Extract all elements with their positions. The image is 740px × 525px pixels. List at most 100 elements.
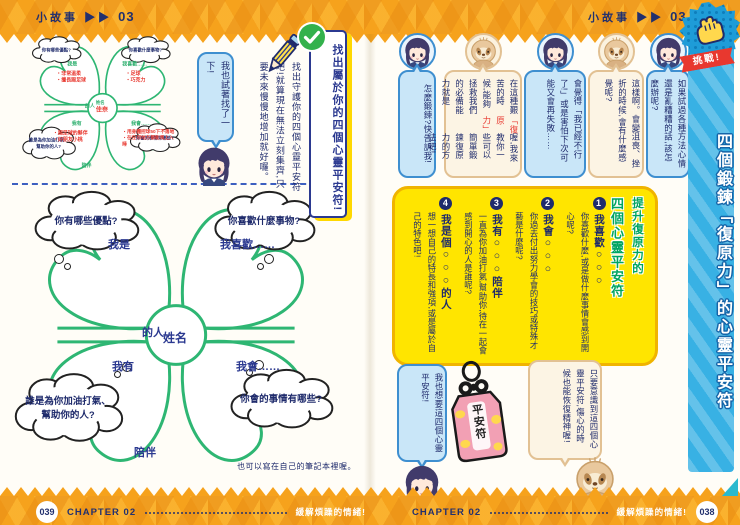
main-clover: 你有哪些優點? 你喜歡什麼事物? 誰是為你加油打氣、幫助你的人? 你會的事情有哪… — [8, 188, 344, 482]
entry-line: ・擅長踢足球 — [56, 77, 87, 83]
cloud-text: 誰是為你加油打氣、幫助你的人? — [25, 395, 111, 421]
item-body: 你過去付出努力學會的技巧或特殊才藝是什麼呢? — [514, 212, 539, 350]
entry-line: ・好朋友小桃 — [53, 136, 83, 143]
entry-line: ・非常溫柔 — [56, 70, 82, 77]
dialogue-bubble-1: 怎麼鍛鍊?快告訴我! — [398, 63, 436, 178]
cloud-text: 誰是為你加油打氣、幫助你的人? — [28, 137, 69, 150]
thought-dot — [257, 263, 264, 270]
dialogue-bubble-3: 會覺得「我已經不行了!」或是害怕下次可能又會再失敗…… — [524, 63, 586, 178]
item-number-badge: 4 — [439, 197, 453, 210]
chapter-ribbon: 四個鍛鍊「復原力」的心靈平安符 — [688, 20, 734, 472]
name-field-label: 姓名 — [163, 331, 188, 345]
example-entry: ・踢足球的夥伴 ・好朋友小桃 — [53, 130, 101, 143]
footer-left: 039 CHAPTER 02 緩解煩躁的情緒! — [36, 501, 366, 523]
header-zigzag — [0, 34, 740, 43]
dotted-leader — [145, 511, 287, 514]
example-name: 佳奈 — [95, 106, 108, 113]
intro-paragraph: 找出守護你的四個心靈平安符吧!就算現在無法立刻集齊,只要未來慢慢地增加就好囉。 — [258, 62, 301, 192]
chapter-title: 緩解煩躁的情緒! — [616, 507, 687, 517]
footer-band — [0, 496, 740, 525]
example-clover: 你有哪些優點? 你喜歡什麼事物? 誰是為你加油打氣、幫助你的人? 你會的事情有哪… — [20, 36, 188, 182]
item-body: 想一想自己的特長和強項,或是屬於自己的特色吧! — [412, 212, 437, 353]
dashed-divider — [12, 183, 336, 185]
cloud-text: 你喜歡什麼事物? — [227, 215, 301, 227]
thought-dot — [254, 360, 264, 370]
name-field-label: 姓名 — [95, 100, 105, 106]
episode-number: 03 — [118, 9, 135, 24]
item-heading: 4我是個○○○的人 — [439, 197, 454, 355]
box-item-3: 3 我有○○○陪伴 一直為你加油打氣,幫助你,待在一起會感到開心的人是誰呢? — [461, 197, 505, 355]
leaf-label: 陪伴 — [81, 162, 92, 169]
story-tag-right: 小故事 ▶▶ 03 — [588, 9, 687, 25]
example-entry: ・非常溫柔 ・擅長踢足球 — [56, 70, 102, 83]
thought-cloud: 你會的事情有哪些? — [226, 368, 336, 432]
box-item-4: 4我是個○○○的人 想一想自己的特長和強項,或是屬於自己的特色吧! — [410, 197, 454, 355]
leaf-label: 我有 — [112, 361, 134, 373]
thought-cloud: 誰是為你加油打氣、幫助你的人? — [10, 372, 126, 446]
dotted-leader — [490, 511, 608, 514]
entry-line: ・足球 — [125, 70, 141, 77]
thought-dot — [246, 369, 253, 376]
example-entry: ・用身體控球50下不落地 ・在任何地方都能馬上入睡 — [122, 128, 175, 147]
thought-dot — [122, 362, 132, 372]
entry-line: ・在任何地方都能馬上入睡 — [122, 134, 174, 147]
bubble-text: 我也想要這四個心靈平安符! — [420, 373, 444, 454]
leaf-label: 我會…… — [236, 361, 280, 373]
left-title-banner: 找出屬於你的四個心靈平安符! — [309, 30, 347, 218]
box-title-line1: 提升復原力的 — [631, 197, 643, 275]
bubble-text: 這樣啊。會變沮喪、挫折的時候,會有什麼感覺呢? — [603, 79, 641, 168]
item-heading: 3 我有○○○陪伴 — [490, 197, 505, 355]
leaf-label: 我是 — [108, 239, 130, 251]
leaf-label: 的人 — [142, 327, 164, 339]
dialogue-bubble-4: 這樣啊。會變沮喪、挫折的時候,會有什麼感覺呢? — [588, 63, 644, 178]
episode-number: 03 — [670, 9, 687, 24]
item-body: 一直為你加油打氣,幫助你,待在一起會感到開心的人是誰呢? — [463, 212, 488, 355]
sloth-advice-bubble: 只要意識到這四個心靈平安符,傷心的時候也能恢復精神喔! — [528, 360, 602, 467]
cloud-text: 你喜歡什麼事物? — [128, 47, 163, 53]
leaf-label: 我會…… — [131, 120, 151, 127]
leaf-label: 的人 — [84, 103, 95, 109]
girl-character — [195, 144, 233, 186]
leaf-label: 我是 — [67, 61, 78, 67]
item-heading-text: 我有○○○陪伴 — [490, 214, 503, 299]
thought-cloud: 誰是為你加油打氣、幫助你的人? — [20, 126, 77, 161]
page-gutter — [364, 34, 376, 496]
leaf-label: 陪伴 — [134, 447, 156, 459]
story-label: 小故事 — [588, 12, 630, 24]
ribbon-title: 四個鍛鍊「復原力」的心靈平安符 — [714, 133, 731, 411]
thought-dot — [114, 371, 121, 378]
entry-line: ・用身體控球50下不落地 — [122, 128, 175, 134]
bubble-text: 如果試過各種方法心情還是亂糟糟的話,該怎麼辦呢? — [649, 79, 687, 168]
amulet-instruction-box: 提升復原力的 四個心靈平安符 1我喜歡○○○ 你喜歡什麼,或是做什麼事情會感到開… — [392, 186, 658, 366]
bubble-text: 會覺得「我已經不行了!」或是害怕下次可能又會再失敗…… — [545, 79, 583, 162]
box-title-line2: 四個心靈平安符 — [609, 197, 624, 299]
leaf-label: 我喜歡…… — [220, 239, 275, 251]
item-number-badge: 1 — [592, 197, 606, 210]
entry-line: ・踢足球的夥伴 — [53, 130, 88, 136]
leaf-label: 我喜歡…… — [122, 61, 148, 67]
bubble-text-pre: 在這種艱苦的時候,能夠拯救我們的必備能力就是 — [440, 79, 519, 115]
item-body: 你喜歡什麼,或是做什麼事情會感到開心呢? — [565, 212, 590, 353]
thought-dot — [64, 263, 71, 270]
cloud-text: 你會的事情有哪些? — [240, 393, 322, 405]
story-tag-left: 小故事 ▶▶ 03 — [36, 9, 135, 25]
item-number-badge: 3 — [490, 197, 504, 210]
box-item-2: 2我會○○○ 你過去付出努力學會的技巧或特殊才藝是什麼呢? — [512, 197, 556, 355]
cloud-text: 你有哪些優點? — [41, 47, 71, 53]
thought-dot — [54, 254, 64, 264]
arrows-icon: ▶▶ — [84, 12, 113, 24]
leaf-label: 我有 — [71, 120, 82, 127]
entry-line: ・巧克力 — [125, 77, 146, 83]
bubble-text: 我也試著找了一下! — [205, 61, 230, 128]
thought-cloud: 你會的事情有哪些? — [128, 123, 182, 154]
girl-wish-bubble: 我也想要這四個心靈平安符! — [397, 364, 447, 469]
page-number-right: 038 — [696, 501, 718, 523]
thought-cloud: 你喜歡什麼事物? — [119, 36, 172, 65]
header-band — [0, 0, 740, 34]
check-icon — [299, 24, 325, 50]
chapter-label: CHAPTER 02 — [67, 506, 137, 518]
fist-icon — [687, 9, 731, 53]
example-entry: ・足球 ・巧克力 — [126, 70, 165, 83]
notebook-note: 也可以寫在自己的筆記本裡喔。 — [237, 462, 356, 471]
